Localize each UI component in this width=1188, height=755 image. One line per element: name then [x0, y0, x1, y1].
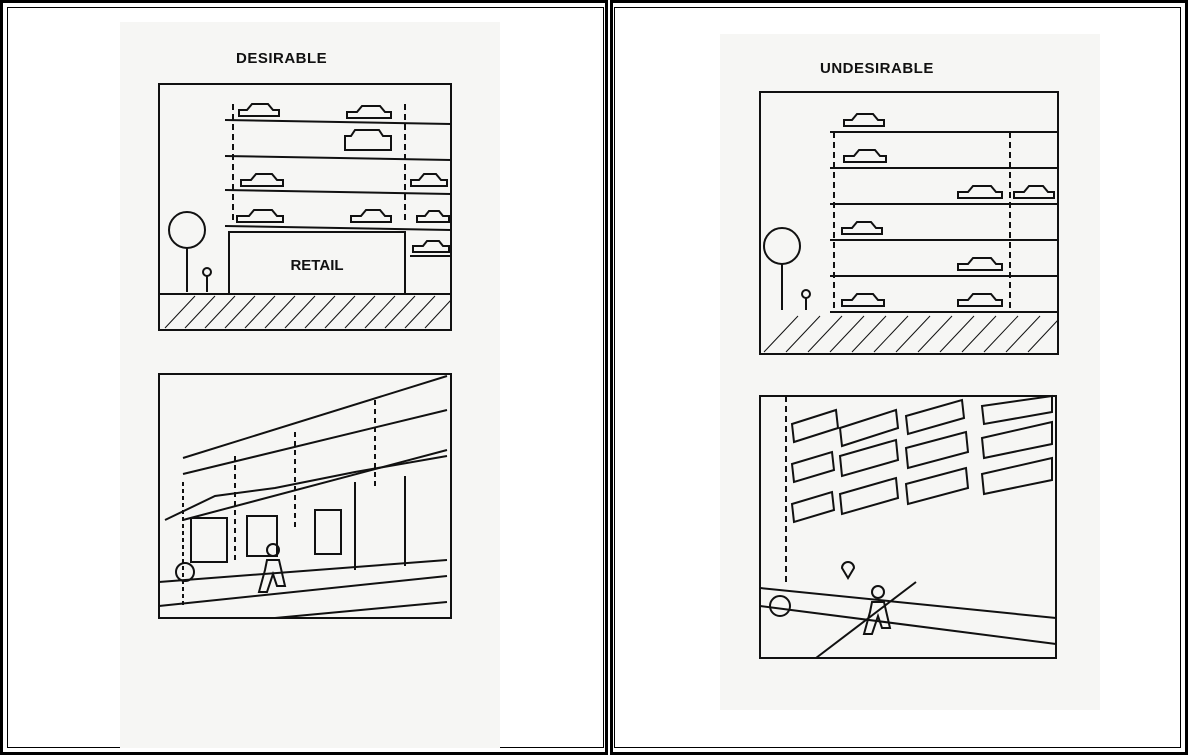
- car-icon: [411, 174, 447, 186]
- wall-panel: [906, 400, 964, 434]
- tree-icon: [169, 212, 205, 248]
- tree-icon: [764, 228, 800, 264]
- wall-panel: [906, 468, 968, 504]
- wall-panel: [906, 432, 968, 468]
- sidewalk-line: [816, 582, 916, 658]
- undesirable-section-drawing: [758, 90, 1060, 356]
- perspective-frame: [760, 396, 1056, 658]
- center-divider: [605, 0, 613, 755]
- car-icon: [958, 258, 1002, 270]
- sidewalk-line: [760, 606, 1056, 644]
- storefront-window: [315, 510, 341, 554]
- car-icon: [347, 106, 391, 118]
- sidewalk-line: [159, 576, 447, 606]
- retail-label: RETAIL: [290, 257, 343, 274]
- car-icon: [239, 104, 279, 116]
- person-icon: [802, 290, 810, 298]
- undesirable-caption: UNDESIRABLE: [820, 60, 934, 77]
- car-icon: [417, 211, 449, 222]
- pedestrian-icon: [864, 586, 890, 634]
- wall-panel: [792, 492, 834, 522]
- storefront-window: [247, 516, 277, 556]
- undesirable-street-perspective: [756, 392, 1060, 662]
- desirable-street-perspective: [155, 370, 455, 622]
- car-icon: [842, 294, 884, 306]
- car-icon: [351, 210, 391, 222]
- wall-panel: [982, 396, 1052, 424]
- perspective-frame: [159, 374, 451, 618]
- storefront-window: [191, 518, 227, 562]
- sign-icon: [842, 562, 854, 578]
- wall-panel: [792, 410, 838, 442]
- wall-panel: [792, 452, 834, 482]
- pedestrian-icon: [259, 544, 285, 592]
- car-icon: [844, 114, 884, 126]
- shrub-icon: [770, 596, 790, 616]
- car-icon: [958, 294, 1002, 306]
- car-icon: [413, 241, 449, 252]
- sidewalk-line: [275, 602, 447, 618]
- garage-floor-line: [225, 190, 451, 194]
- person-icon: [203, 268, 211, 276]
- wall-panel: [840, 478, 898, 514]
- car-icon: [844, 150, 886, 162]
- garage-floor-line: [225, 120, 451, 124]
- wall-panel: [982, 458, 1052, 494]
- desirable-caption: DESIRABLE: [236, 50, 327, 67]
- shrub-icon: [176, 563, 194, 581]
- garage-floor-line: [225, 156, 451, 160]
- sidewalk-line: [760, 588, 1056, 618]
- car-icon: [1014, 186, 1054, 198]
- car-icon: [237, 210, 283, 222]
- wall-panel: [982, 422, 1052, 458]
- van-icon: [345, 130, 391, 150]
- facade-line: [183, 410, 447, 474]
- car-icon: [241, 174, 283, 186]
- desirable-section-drawing: RETAIL: [155, 80, 455, 335]
- wall-panel: [840, 440, 898, 476]
- car-icon: [958, 186, 1002, 198]
- wall-panel: [840, 410, 898, 446]
- facade-line: [183, 376, 447, 458]
- garage-floor-line: [225, 226, 451, 230]
- car-icon: [842, 222, 882, 234]
- sidewalk-line: [159, 560, 447, 582]
